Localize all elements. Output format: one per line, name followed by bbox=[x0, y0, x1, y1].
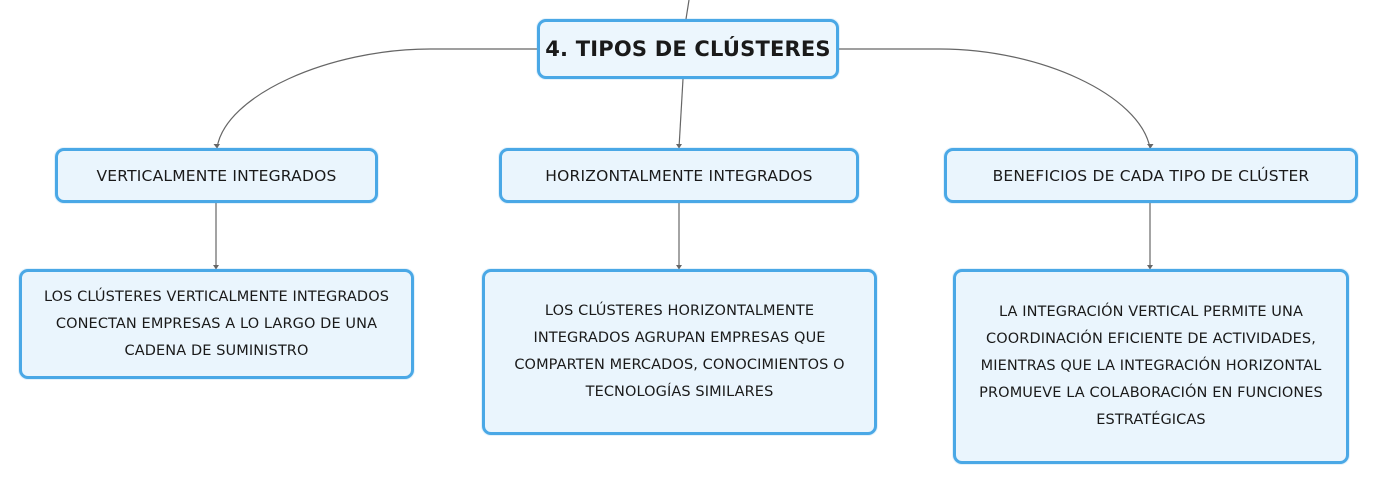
arrowhead-topic-2 bbox=[676, 144, 682, 149]
connector-root-to-topic-2 bbox=[678, 78, 684, 149]
topic-label: HORIZONTALMENTE INTEGRADOS bbox=[545, 166, 813, 185]
topic-node-horizontal[interactable]: HORIZONTALMENTE INTEGRADOS bbox=[499, 148, 859, 203]
detail-text: LOS CLÚSTERES VERTICALMENTE INTEGRADOS C… bbox=[43, 288, 390, 359]
detail-node-horizontal[interactable]: LOS CLÚSTERES HORIZONTALMENTE INTEGRADOS… bbox=[482, 269, 877, 435]
connector-root-to-topic-1 bbox=[216, 48, 537, 149]
connector-parent-to-root bbox=[685, 0, 690, 20]
arrowhead-detail-2 bbox=[676, 265, 682, 270]
arrowhead-topic-3 bbox=[1147, 144, 1154, 149]
connector-root-to-topic-3 bbox=[839, 48, 1151, 149]
detail-text: LA INTEGRACIÓN VERTICAL PERMITE UNA COOR… bbox=[979, 304, 1323, 428]
topic-node-benefits[interactable]: BENEFICIOS DE CADA TIPO DE CLÚSTER bbox=[944, 148, 1358, 203]
arrowhead-detail-3 bbox=[1147, 265, 1153, 270]
topic-node-vertical[interactable]: VERTICALMENTE INTEGRADOS bbox=[55, 148, 378, 203]
topic-label: BENEFICIOS DE CADA TIPO DE CLÚSTER bbox=[992, 166, 1310, 185]
detail-node-benefits[interactable]: LA INTEGRACIÓN VERTICAL PERMITE UNA COOR… bbox=[953, 269, 1349, 464]
detail-node-vertical[interactable]: LOS CLÚSTERES VERTICALMENTE INTEGRADOS C… bbox=[19, 269, 414, 379]
root-topic-node[interactable]: 4. TIPOS DE CLÚSTERES bbox=[537, 19, 839, 79]
root-topic-label: 4. TIPOS DE CLÚSTERES bbox=[545, 37, 831, 61]
arrowhead-detail-1 bbox=[213, 265, 219, 270]
topic-label: VERTICALMENTE INTEGRADOS bbox=[96, 166, 337, 185]
arrowhead-topic-1 bbox=[213, 144, 220, 149]
detail-text: LOS CLÚSTERES HORIZONTALMENTE INTEGRADOS… bbox=[514, 303, 845, 400]
